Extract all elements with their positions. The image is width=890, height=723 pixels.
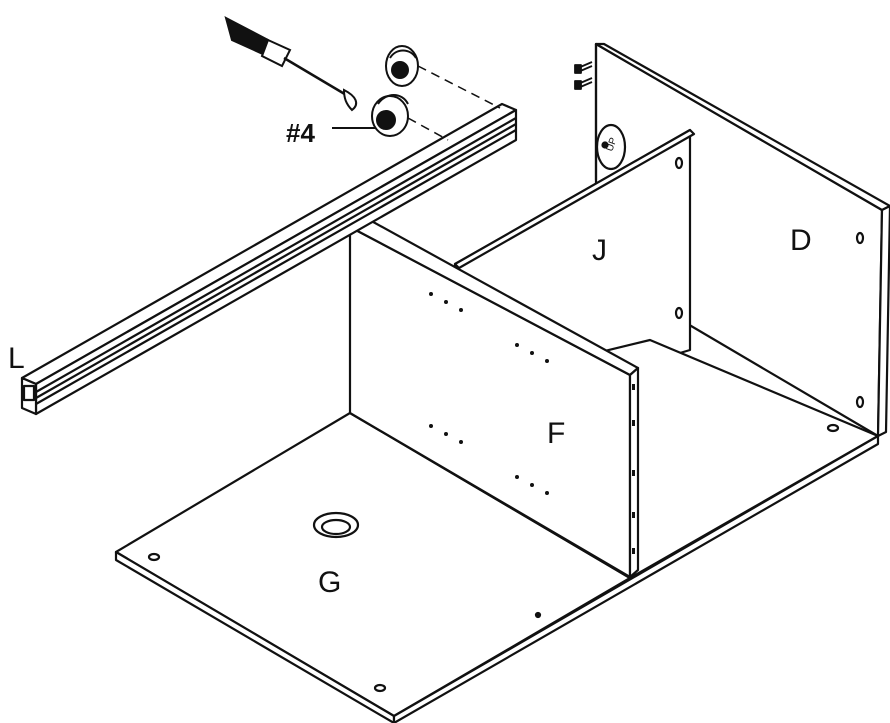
up-stamp-text: UP	[604, 136, 619, 153]
label-panel-d: D	[790, 224, 812, 257]
label-panel-f: F	[547, 417, 565, 450]
hole-pattern	[429, 292, 635, 554]
label-panel-g: G	[318, 566, 341, 599]
label-rail: L	[8, 342, 25, 375]
cam-lock-icon	[371, 45, 419, 137]
panel-f	[348, 216, 640, 579]
screwdriver-icon	[224, 16, 358, 112]
dowel-pins	[574, 61, 593, 90]
callout-label: #4	[286, 118, 315, 148]
up-stamp	[595, 123, 627, 171]
guide-lines	[407, 65, 501, 141]
label-panel-j: J	[592, 234, 607, 267]
rail-l	[20, 102, 518, 416]
